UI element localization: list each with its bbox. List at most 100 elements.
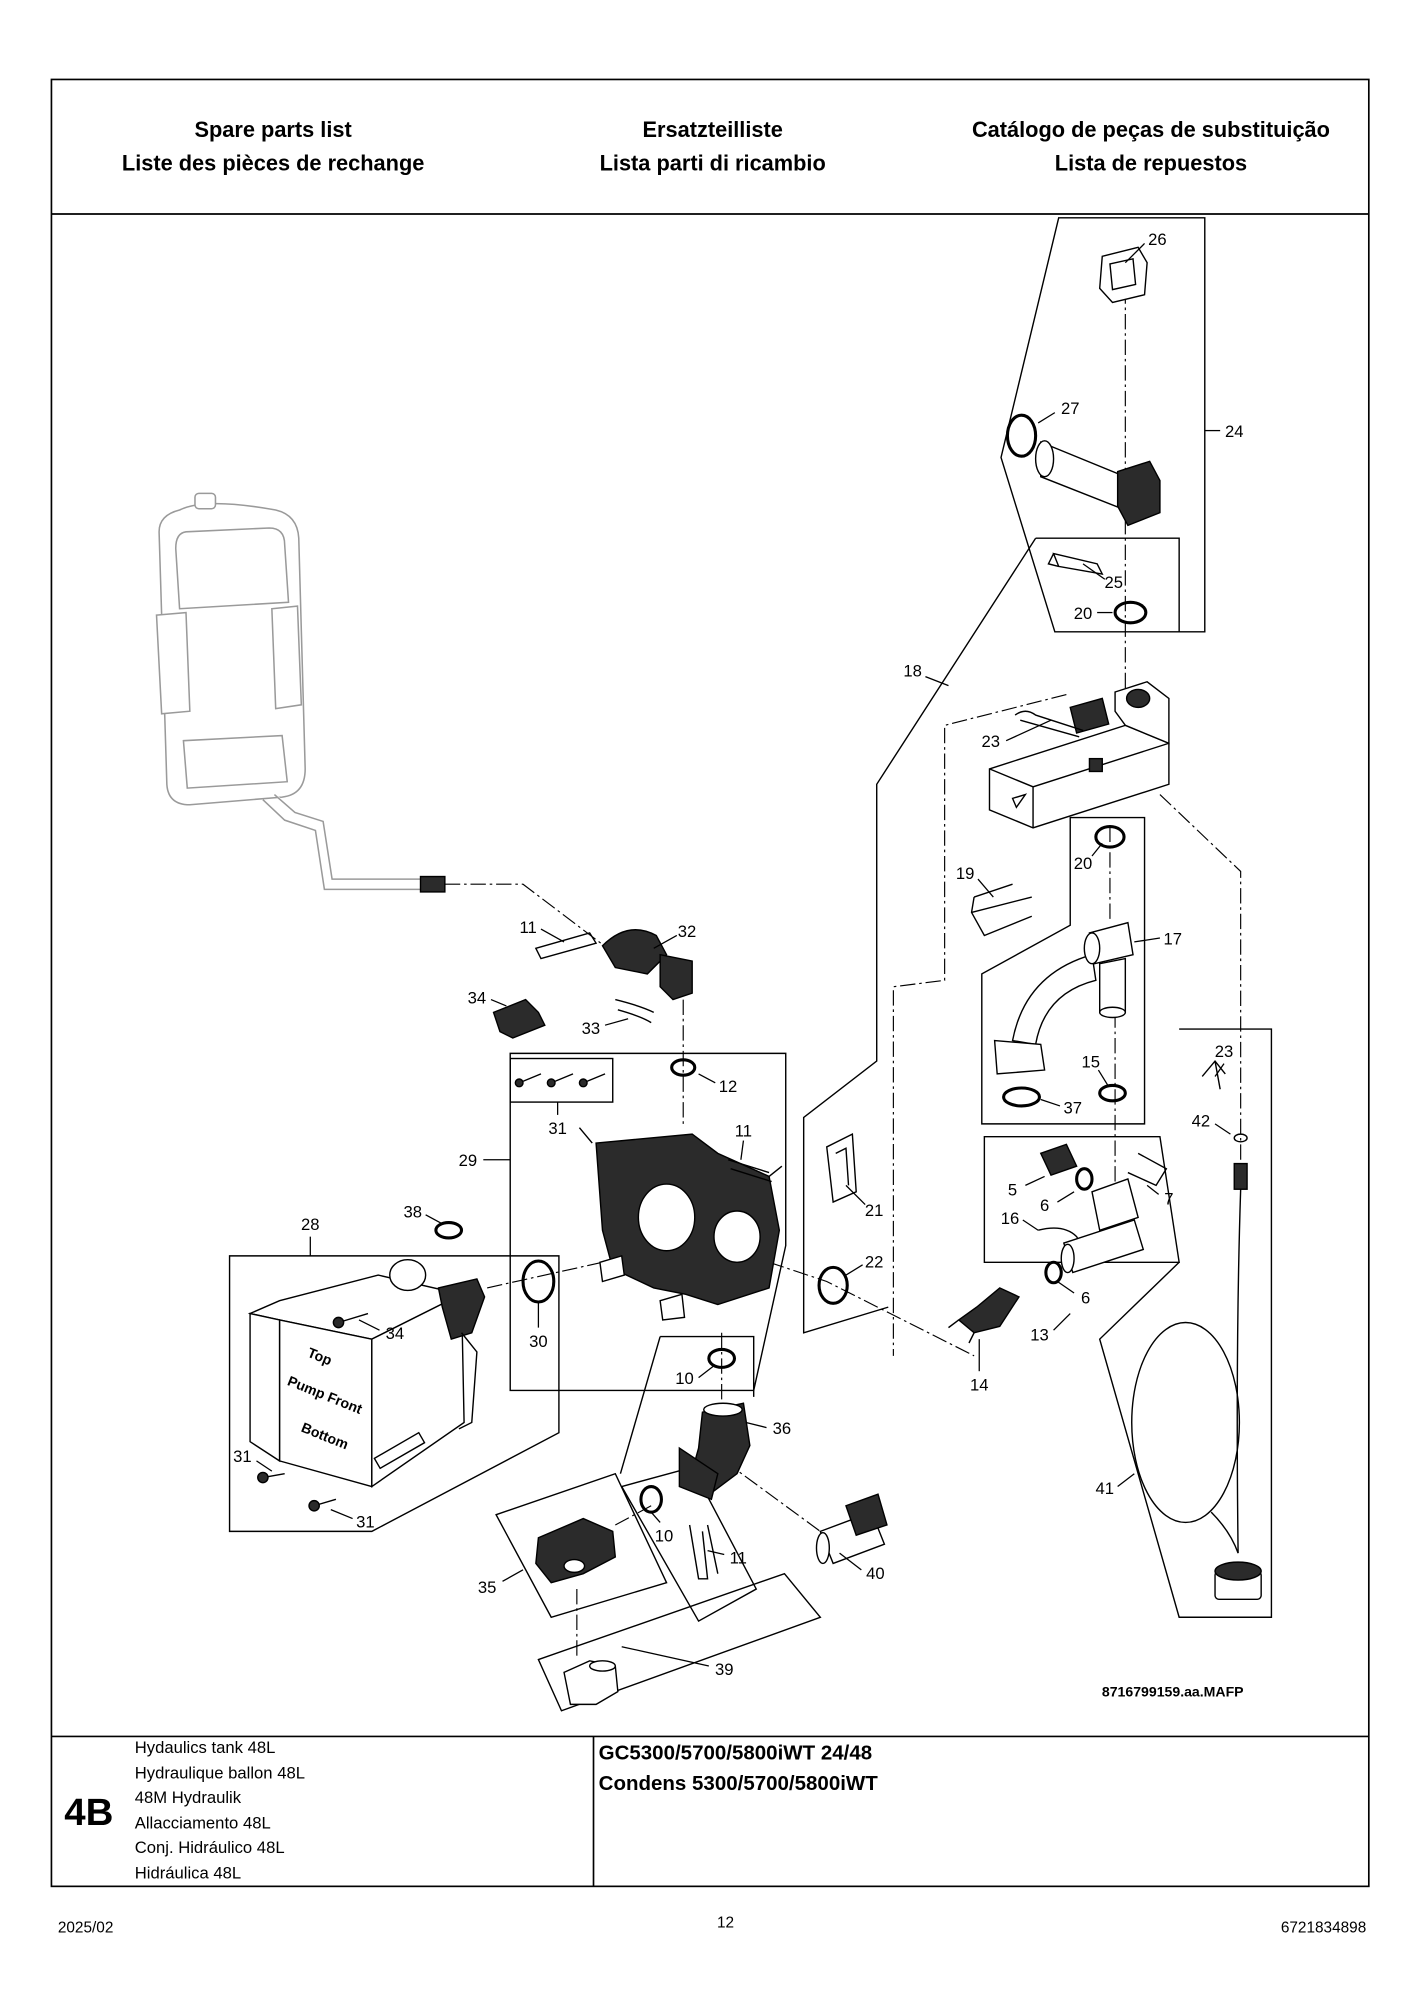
callout-40: 40: [866, 1564, 885, 1583]
callout-leaders-part: [653, 934, 678, 949]
callout-19: 19: [956, 864, 975, 883]
model-line-2: Condens 5300/5700/5800iWT: [599, 1772, 879, 1795]
part-26-clip-drawing-part: [1098, 246, 1148, 304]
callout-leaders-part: [1214, 1063, 1225, 1077]
header-title-de: Ersatzteilliste: [643, 117, 783, 142]
callout-leaders-part: [1097, 1069, 1110, 1088]
callout-20: 20: [1074, 854, 1093, 873]
group-outlines-part: [1098, 1028, 1273, 1618]
callout-leaders-part: [330, 1509, 353, 1520]
callout-leaders-part: [540, 928, 565, 943]
part-5-drawing: [1039, 1143, 1078, 1177]
footer-date: 2025/02: [58, 1919, 114, 1936]
part-18-sensor-block-drawing-part: [1088, 757, 1103, 773]
callout-35: 35: [478, 1578, 497, 1597]
callout-31: 31: [548, 1119, 567, 1138]
expansion-tank-drawing-part: [182, 734, 289, 789]
expansion-tank-drawing-part: [273, 793, 424, 880]
part-17-t-piece-drawing-part: [1098, 957, 1127, 1014]
group-outlines-part: [619, 1336, 661, 1474]
page-frame: [50, 78, 1370, 1888]
section-title-de: 48M Hydraulik: [135, 1788, 242, 1807]
callout-34: 34: [386, 1324, 405, 1343]
part-28-pump-drawing-part: [249, 1312, 281, 1463]
part-18-sensor-block-drawing-part: [989, 742, 1170, 828]
callout-23: 23: [1215, 1042, 1234, 1061]
part-17-t-piece-drawing-part: [1083, 932, 1101, 965]
part-28-pump-drawing-part: [437, 1278, 486, 1341]
part-12-ring-drawing: [670, 1058, 697, 1077]
part-6-ring-drawing: [1075, 1167, 1094, 1191]
callout-34: 34: [468, 988, 487, 1007]
callout-leaders-part: [845, 1184, 866, 1206]
assembly-axes-part: [892, 694, 1067, 1356]
callout-41: 41: [1096, 1479, 1115, 1498]
assembly-axes-part: [487, 1261, 603, 1289]
callout-leaders-part: [845, 1264, 863, 1276]
part-31-screws-drawing: [514, 1073, 606, 1088]
part-34-screw-drawing-part: [332, 1316, 345, 1329]
callout-36: 36: [773, 1419, 792, 1438]
part-6-ring-2-drawing: [1044, 1260, 1063, 1285]
callout-leaders-part: [1037, 412, 1056, 424]
callout-leaders-part: [358, 1319, 380, 1331]
model-line-1: GC5300/5700/5800iWT 24/48: [599, 1741, 873, 1764]
part-29-hydraulic-block-drawing-part: [599, 1254, 626, 1283]
callout-leaders-part: [1117, 1473, 1135, 1488]
callout-38: 38: [404, 1202, 423, 1221]
callout-31: 31: [233, 1447, 252, 1466]
callout-11: 11: [520, 918, 537, 937]
callout-17: 17: [1163, 929, 1182, 948]
part-41-capillary-drawing-part: [1236, 1189, 1242, 1554]
callout-leaders-part: [621, 1646, 709, 1667]
part-13-valve-body-drawing: [1060, 1178, 1145, 1274]
part-10-ring-2-drawing: [639, 1484, 663, 1514]
callout-13: 13: [1030, 1325, 1049, 1344]
part-41-capillary-drawing: [1131, 1162, 1262, 1601]
part-19-clip-drawing: [970, 883, 1033, 937]
part-35-fitting-drawing-part: [563, 1558, 586, 1574]
part-28-pump-drawing-part: [458, 1332, 478, 1430]
callout-10: 10: [675, 1369, 694, 1388]
part-18-sensor-block-drawing: [988, 680, 1170, 829]
section-number: 4B: [64, 1791, 113, 1834]
part-23-pin-drawing: [1014, 710, 1084, 738]
callout-5: 5: [1008, 1181, 1017, 1200]
part-18-sensor-block-drawing-part: [988, 724, 1170, 829]
part-31-screws-drawing-part: [514, 1078, 524, 1088]
callout-leaders-part: [707, 1549, 725, 1556]
part-26-clip-drawing-part: [1109, 258, 1137, 291]
expansion-tank-drawing-part: [419, 875, 446, 893]
callout-31: 31: [356, 1513, 375, 1532]
part-42-ring-drawing: [1233, 1133, 1248, 1143]
part-31-screw-drawing-part: [257, 1471, 269, 1484]
callout-numbers: 26 27 24 25 20 18 23 20 19 17 11 32 34 3…: [233, 230, 1243, 1679]
part-32-fitting-drawing: [601, 929, 693, 1001]
part-28-pump-drawing-part: [373, 1431, 426, 1470]
part-41-capillary-drawing-part: [1233, 1162, 1248, 1190]
callout-32: 32: [678, 922, 697, 941]
part-15-ring-drawing: [1098, 1083, 1127, 1103]
group-outlines-part: [509, 1057, 614, 1103]
part-17-t-piece-drawing-part: [993, 1039, 1046, 1075]
page-frame-part: [50, 78, 1370, 1888]
header-title-en: Spare parts list: [195, 117, 352, 142]
section-title-fr: Hydraulique ballon 48L: [135, 1764, 305, 1783]
part-18-sensor-block-drawing-part: [1125, 688, 1151, 709]
group-outlines-part: [495, 1472, 668, 1619]
assembly-axes-part: [768, 1261, 975, 1357]
part-29-hydraulic-block-drawing-part: [578, 1127, 783, 1177]
part-32-fitting-drawing-part: [659, 953, 693, 1001]
callout-leaders-part: [745, 1421, 767, 1429]
callout-18: 18: [903, 662, 922, 681]
part-41-capillary-drawing-part: [1214, 1561, 1262, 1581]
callout-leaders-part: [425, 1214, 443, 1225]
callout-26: 26: [1148, 230, 1167, 249]
callout-39: 39: [715, 1660, 734, 1679]
part-30-oring-drawing: [521, 1259, 556, 1304]
part-14-sensor-drawing-part: [948, 1319, 975, 1344]
page-number: 12: [717, 1914, 734, 1931]
callout-25: 25: [1105, 573, 1124, 592]
part-24-pipe-drawing-part: [1034, 440, 1055, 478]
callout-14: 14: [970, 1375, 989, 1394]
